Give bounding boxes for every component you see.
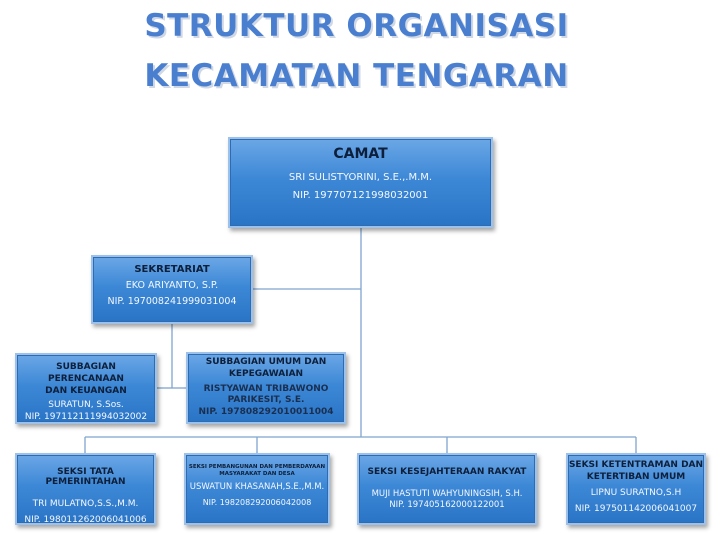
org-box-subbagian-perencanaan: SUBBAGIAN PERENCANAAN DAN KEUANGAN SURAT…: [15, 353, 157, 424]
position-label-line-2: KEPEGAWAIAN: [228, 369, 304, 379]
official-name: LIPNU SURATNO,S.H: [590, 488, 682, 498]
position-label-line-1: SUBBAGIAN PERENCANAAN: [48, 362, 124, 384]
org-box-seksi-pemerintahan: SEKSI TATA PEMERINTAHAN TRI MULATNO,S.S.…: [15, 453, 156, 525]
official-nip: NIP. 197501142006041007: [574, 504, 698, 514]
position-label-line-2: DAN KEUANGAN: [45, 386, 127, 396]
position-label: SEKSI TATA PEMERINTAHAN: [45, 467, 126, 487]
position-label-line-1: SUBBAGIAN UMUM DAN: [205, 357, 327, 367]
org-box-subbagian-umum: SUBBAGIAN UMUM DAN KEPEGAWAIAN RISTYAWAN…: [186, 352, 346, 424]
position-label: CAMAT: [333, 146, 388, 162]
official-name: SURATUN, S.Sos.: [48, 400, 124, 410]
org-box-seksi-kesejahteraan: SEKSI KESEJAHTERAAN RAKYAT MUJI HASTUTI …: [357, 453, 537, 525]
position-label-line-1: SEKSI PEMBANGUNAN DAN PEMBERDAYAAN: [188, 464, 326, 470]
position-label-line-2: MASYARAKAT DAN DESA: [219, 471, 295, 477]
official-nip: NIP. 197008241999031004: [107, 296, 237, 307]
position-label: SEKSI KETENTRAMAN DAN KETERTIBAN UMUM: [568, 459, 704, 483]
position-label: SEKSI PEMBANGUNAN DAN PEMBERDAYAAN MASYA…: [186, 464, 328, 478]
official-nip: NIP. 197112111994032002: [24, 412, 148, 422]
official-nip: NIP. 197707121998032001: [292, 190, 429, 201]
position-label-line-2: KETERTIBAN UMUM: [586, 472, 686, 482]
official-name-line-1: RISTYAWAN TRIBAWONO: [203, 384, 329, 394]
position-label: SEKSI KESEJAHTERAAN RAKYAT: [367, 467, 527, 477]
official-nip: NIP. 198011262006041006: [24, 515, 147, 525]
official-nip: NIP. 198208292006042008: [202, 498, 312, 507]
official-name: USWATUN KHASANAH,S.E.,M.M.: [189, 482, 325, 492]
official-name: MUJI HASTUTI WAHYUNINGSIH, S.H.: [371, 489, 523, 499]
official-name: EKO ARIYANTO, S.P.: [125, 280, 219, 291]
official-name: RISTYAWAN TRIBAWONO PARIKESIT, S.E.: [188, 384, 344, 406]
official-nip: NIP. 197405162000122001: [389, 500, 505, 510]
official-name-line-2: PARIKESIT, S.E.: [227, 395, 305, 405]
position-label: SUBBAGIAN UMUM DAN KEPEGAWAIAN: [188, 356, 344, 380]
position-label: SEKRETARIAT: [134, 264, 210, 275]
org-box-seksi-ketentraman: SEKSI KETENTRAMAN DAN KETERTIBAN UMUM LI…: [566, 453, 706, 525]
org-box-sekretariat: SEKRETARIAT EKO ARIYANTO, S.P. NIP. 1970…: [91, 255, 253, 324]
chart-title-line-1: STRUKTUR ORGANISASI: [144, 8, 569, 44]
chart-title-line-2: KECAMATAN TENGARAN: [144, 58, 569, 94]
org-box-camat: CAMAT SRI SULISTYORINI, S.E.,.M.M. NIP. …: [228, 137, 493, 228]
official-nip: NIP. 197808292010011004: [198, 407, 334, 417]
position-label-line-1: SEKSI KETENTRAMAN DAN: [568, 460, 704, 470]
official-name: SRI SULISTYORINI, S.E.,.M.M.: [288, 172, 433, 183]
org-box-seksi-pembangunan: SEKSI PEMBANGUNAN DAN PEMBERDAYAAN MASYA…: [184, 453, 330, 525]
official-name: TRI MULATNO,S.S.,M.M.: [32, 499, 139, 509]
position-label: SUBBAGIAN PERENCANAAN DAN KEUANGAN: [17, 361, 155, 397]
